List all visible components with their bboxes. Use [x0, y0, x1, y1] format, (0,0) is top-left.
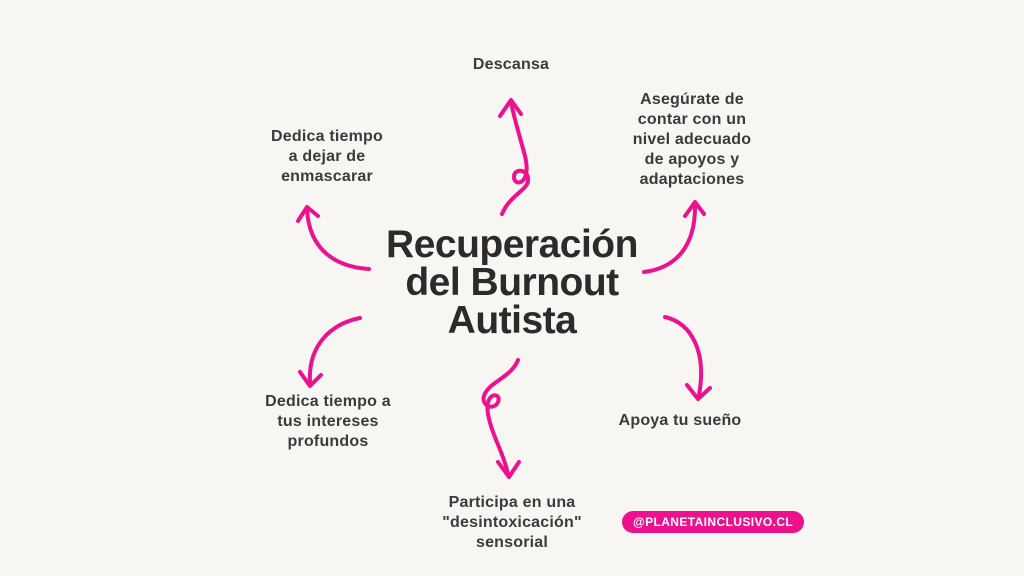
node-label-apoya-tu-sueno: Apoya tu sueño — [618, 412, 742, 429]
node-label-apoyos-adaptaciones: Asegúrate de contar con un nivel adecuad… — [632, 91, 752, 188]
loop-arrow-down-icon — [481, 358, 521, 479]
central-topic-title: Recuperación del Burnout Autista — [386, 223, 638, 342]
loop-arrow-up-icon — [498, 98, 531, 216]
curved-arrow-down-left-icon — [298, 316, 362, 388]
curved-arrow-up-left-icon — [296, 205, 371, 271]
node-label-dejar-de-enmascarar: Dedica tiempo a dejar de enmascarar — [271, 128, 383, 185]
watermark-handle: @PLANETAINCLUSIVO.CL — [633, 515, 794, 529]
watermark-badge: @PLANETAINCLUSIVO.CL — [622, 511, 805, 533]
node-label-descansa: Descansa — [472, 56, 550, 73]
curved-arrow-up-right-icon — [642, 200, 706, 274]
curved-arrow-down-right-icon — [663, 315, 712, 401]
node-label-intereses-profundos: Dedica tiempo a tus intereses profundos — [265, 393, 391, 450]
node-label-desintoxicacion-sensorial: Participa en una "desintoxicación" senso… — [442, 494, 582, 551]
